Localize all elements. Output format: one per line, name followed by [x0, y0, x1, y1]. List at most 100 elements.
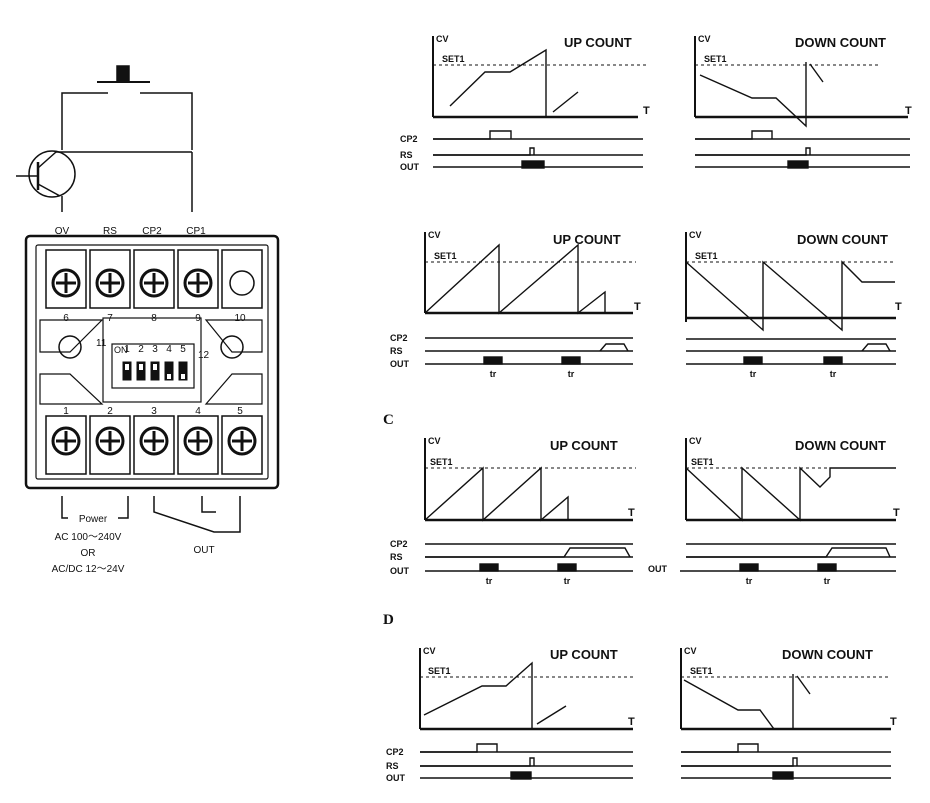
- up-count-title: UP COUNT: [550, 438, 618, 453]
- screw-icon: [227, 426, 257, 456]
- cp2-label: CP2: [400, 134, 418, 144]
- timing-row3-down: [680, 438, 896, 572]
- screw-icon: [139, 268, 169, 298]
- terminal-number: 5: [237, 406, 243, 417]
- power-label: Power: [79, 514, 108, 525]
- t-label: T: [893, 507, 900, 519]
- terminal-number: 10: [234, 313, 246, 324]
- power-ac-label: AC 100～240V: [55, 532, 122, 543]
- cp2-label: CP2: [390, 539, 408, 549]
- dip-number: 1: [124, 344, 130, 355]
- set1-label: SET1: [704, 54, 727, 64]
- dip-number: 4: [166, 344, 172, 355]
- t-label: T: [634, 301, 641, 313]
- dip-switch-levers: [122, 361, 188, 381]
- power-dc-label: AC/DC 12～24V: [52, 564, 125, 575]
- terminal-number: 1: [63, 406, 69, 417]
- out-label: OUT: [386, 773, 406, 783]
- dip-number: 3: [152, 344, 158, 355]
- set1-label: SET1: [442, 54, 465, 64]
- screw-icon: [51, 426, 81, 456]
- set1-label: SET1: [430, 457, 453, 467]
- terminal-number: 3: [151, 406, 157, 417]
- tr-label: tr: [750, 369, 757, 379]
- mounting-hole-left: [58, 335, 82, 359]
- dip-number: 2: [138, 344, 144, 355]
- terminal-number: 6: [63, 313, 69, 324]
- down-count-title: DOWN COUNT: [795, 438, 886, 453]
- empty-terminal-icon: [229, 270, 255, 296]
- t-label: T: [895, 301, 902, 313]
- terminal-number: 2: [107, 406, 113, 417]
- side-number-12: 12: [198, 350, 210, 361]
- timing-row1-up: [432, 36, 648, 169]
- out-label: OUT: [193, 545, 214, 556]
- timing-row2-up: [424, 232, 636, 365]
- tr-label: tr: [486, 576, 493, 586]
- timing-diagrams: [419, 36, 910, 780]
- rs-label: RS: [390, 346, 403, 356]
- push-button-icon: [116, 65, 130, 83]
- timing-row4-up: [419, 648, 636, 780]
- screw-icon: [183, 426, 213, 456]
- terminal-number: 4: [195, 406, 201, 417]
- down-count-title: DOWN COUNT: [797, 232, 888, 247]
- dip-on-label: ON: [114, 345, 128, 355]
- screw-icon: [95, 426, 125, 456]
- power-or-label: OR: [81, 548, 96, 559]
- down-count-title: DOWN COUNT: [795, 35, 886, 50]
- timing-row4-down: [680, 648, 891, 780]
- wiring-labels: OV RS CP2 CP1 6 7 8 9 10 1 2 3 4 5 11 12…: [52, 226, 246, 575]
- mounting-hole-right: [220, 335, 244, 359]
- bottom-terminals: [45, 415, 263, 475]
- cv-label: CV: [689, 436, 702, 446]
- section-c-label: C: [383, 412, 394, 428]
- set1-label: SET1: [691, 457, 714, 467]
- timing-labels: CV SET1 T UP COUNT CP2 RS OUT CV SET1 T …: [383, 34, 912, 783]
- set1-label: SET1: [695, 251, 718, 261]
- tr-label: tr: [824, 576, 831, 586]
- tr-label: tr: [490, 369, 497, 379]
- side-number-11: 11: [96, 338, 107, 349]
- cv-label: CV: [423, 646, 436, 656]
- label-rs: RS: [103, 226, 117, 237]
- screw-icon: [51, 268, 81, 298]
- screw-icon: [139, 426, 169, 456]
- cv-label: CV: [684, 646, 697, 656]
- tr-label: tr: [568, 369, 575, 379]
- cv-label: CV: [698, 34, 711, 44]
- terminal-number: 7: [107, 313, 113, 324]
- set1-label: SET1: [434, 251, 457, 261]
- cp2-label: CP2: [386, 747, 404, 757]
- top-terminals: [45, 249, 263, 309]
- t-label: T: [643, 105, 650, 117]
- cv-label: CV: [689, 230, 702, 240]
- down-count-title: DOWN COUNT: [782, 647, 873, 662]
- timing-row1-down: [694, 36, 910, 169]
- section-d-label: D: [383, 612, 394, 628]
- cv-label: CV: [436, 34, 449, 44]
- label-ov: OV: [55, 226, 70, 237]
- out-label: OUT: [648, 564, 668, 574]
- terminal-block-housing: [24, 234, 280, 490]
- up-count-title: UP COUNT: [564, 35, 632, 50]
- out-label: OUT: [400, 162, 420, 172]
- tr-label: tr: [830, 369, 837, 379]
- wiring-diagram: [16, 65, 280, 533]
- rs-label: RS: [390, 552, 403, 562]
- out-label: OUT: [390, 359, 410, 369]
- out-label: OUT: [390, 566, 410, 576]
- timing-row2-down: [685, 232, 896, 365]
- up-count-title: UP COUNT: [550, 647, 618, 662]
- rs-label: RS: [386, 761, 399, 771]
- transistor-icon: [16, 150, 76, 198]
- label-cp1: CP1: [186, 226, 206, 237]
- t-label: T: [628, 716, 635, 728]
- cv-label: CV: [428, 230, 441, 240]
- tr-label: tr: [746, 576, 753, 586]
- terminal-number: 8: [151, 313, 157, 324]
- dip-number: 5: [180, 344, 186, 355]
- tr-label: tr: [564, 576, 571, 586]
- set1-label: SET1: [428, 666, 451, 676]
- rs-label: RS: [400, 150, 413, 160]
